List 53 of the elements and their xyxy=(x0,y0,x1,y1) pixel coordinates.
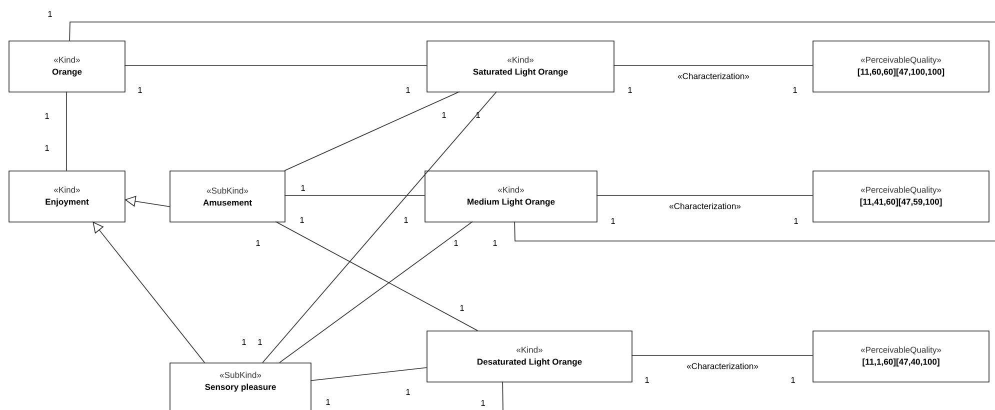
association-line xyxy=(596,195,813,196)
multiplicity-label: 1 xyxy=(476,112,480,118)
multiplicity-label: 1 xyxy=(45,113,49,119)
class-box: «SubKind» Amusement xyxy=(170,170,286,222)
multiplicity-label: 1 xyxy=(794,218,798,224)
multiplicity-label: 1 xyxy=(454,240,458,246)
multiplicity-label: 1 xyxy=(138,87,142,93)
association-line xyxy=(66,91,67,171)
edge-label: «Characterization» xyxy=(676,72,750,80)
association-line xyxy=(502,381,504,410)
class-box: «Kind» Enjoyment xyxy=(8,170,126,222)
multiplicity-label: 1 xyxy=(404,217,408,223)
multiplicity-label: 1 xyxy=(481,400,485,406)
multiplicity-label: 1 xyxy=(645,377,649,383)
class-box: «PerceivableQuality» [11,60,60][47,100,100] xyxy=(812,40,990,92)
multiplicity-label: 1 xyxy=(442,112,446,118)
association-line xyxy=(279,221,473,363)
edge-label: «Characterization» xyxy=(668,202,742,210)
multiplicity-label: 1 xyxy=(460,305,464,311)
multiplicity-label: 1 xyxy=(258,339,262,345)
multiplicity-label: 1 xyxy=(242,339,246,345)
multiplicity-label: 1 xyxy=(406,389,410,395)
class-box: «Kind» Saturated Light Orange xyxy=(426,40,614,92)
multiplicity-label: 1 xyxy=(493,240,497,246)
edge-label: «Characterization» xyxy=(686,362,760,370)
association-line xyxy=(613,65,813,66)
class-box: «PerceivableQuality» [11,41,60][47,59,100] xyxy=(812,170,990,222)
multiplicity-label: 1 xyxy=(406,87,410,93)
association-line xyxy=(262,91,497,363)
association-line xyxy=(69,22,995,41)
multiplicity-label: 1 xyxy=(48,11,52,17)
association-line xyxy=(514,221,995,242)
multiplicity-label: 1 xyxy=(793,87,797,93)
multiplicity-label: 1 xyxy=(611,218,615,224)
multiplicity-label: 1 xyxy=(628,87,632,93)
association-line xyxy=(124,65,427,66)
association-line xyxy=(275,221,478,331)
class-box: «Kind» Desaturated Light Orange xyxy=(426,330,632,382)
association-line xyxy=(631,355,813,356)
multiplicity-label: 1 xyxy=(300,217,304,223)
class-box: «PerceivableQuality» [11,1,60][47,40,100] xyxy=(812,330,990,382)
multiplicity-label: 1 xyxy=(256,240,260,246)
generalization-arrow xyxy=(92,222,205,363)
association-line xyxy=(284,91,460,171)
association-line xyxy=(310,367,427,381)
class-box: «Kind» Orange xyxy=(8,40,126,92)
multiplicity-label: 1 xyxy=(791,377,795,383)
association-line xyxy=(284,195,425,196)
multiplicity-label: 1 xyxy=(45,145,49,151)
class-box: «SubKind» Sensory pleasure xyxy=(170,362,312,410)
multiplicity-label: 1 xyxy=(326,399,330,405)
multiplicity-label: 1 xyxy=(301,185,305,191)
class-box: «Kind» Medium Light Orange xyxy=(424,170,598,222)
